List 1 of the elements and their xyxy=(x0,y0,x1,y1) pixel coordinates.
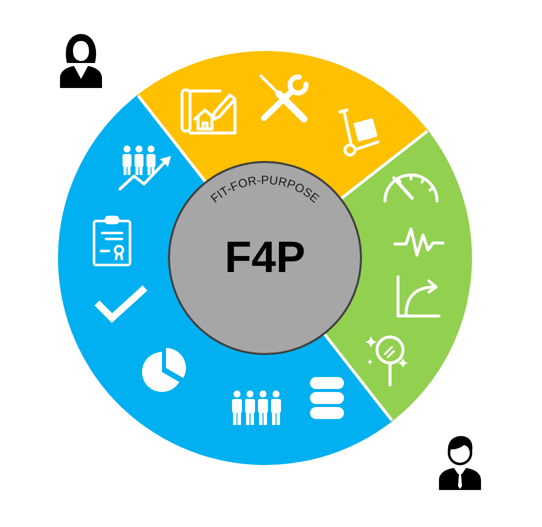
center-title: F4P xyxy=(224,236,306,280)
